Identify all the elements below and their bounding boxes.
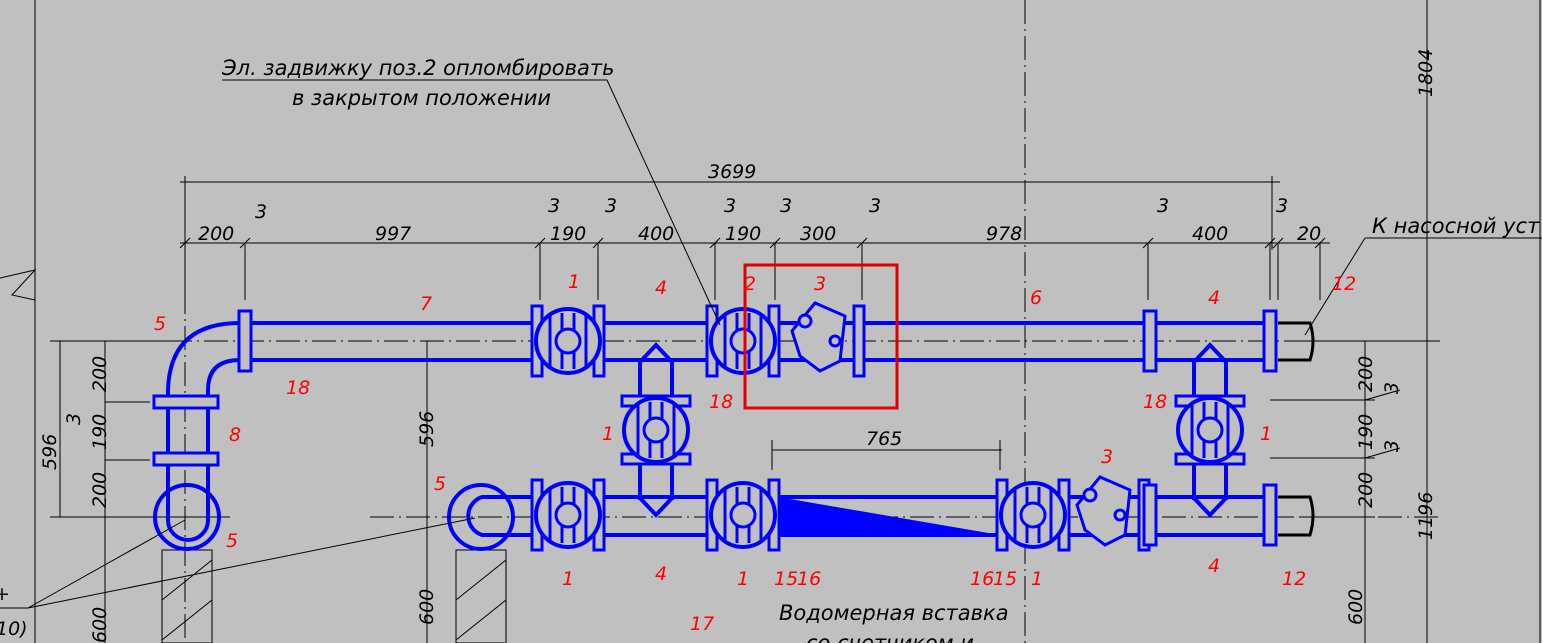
flange-icon <box>1142 309 1158 373</box>
gap-label: 3 <box>63 413 85 425</box>
position-mark: 12 <box>1332 273 1356 295</box>
dim-label: 200 <box>198 223 234 245</box>
position-mark: 3 <box>814 273 826 295</box>
gap-label: 3 <box>548 195 560 217</box>
position-mark: 12 <box>1282 568 1306 590</box>
position-mark: 1 <box>1031 568 1043 590</box>
position-mark: 4 <box>655 277 667 299</box>
note-line-2: в закрытом положении <box>292 86 551 110</box>
flange-icon <box>1262 483 1278 547</box>
position-mark: 17 <box>690 613 714 635</box>
dim-label: 300 <box>800 223 836 245</box>
gap-label: 3 <box>724 195 736 217</box>
gate-valve-icon <box>1174 394 1246 466</box>
position-mark: 2 <box>744 273 756 295</box>
dim-label: 20 <box>1297 223 1321 245</box>
dim-label: 400 <box>638 223 674 245</box>
position-mark: 4 <box>1208 555 1220 577</box>
dim-label: 200 <box>1355 472 1377 508</box>
concrete-supports <box>161 549 507 643</box>
dim-overall: 3699 <box>708 161 756 183</box>
dim-label: 200 <box>1355 356 1377 392</box>
callout-line-2: 10) <box>0 618 28 640</box>
gap-label: 3 <box>869 195 881 217</box>
dim-total: 1804 <box>1415 49 1437 97</box>
position-mark: 18 <box>286 377 310 399</box>
dim-label: 596 <box>416 411 438 447</box>
highlight-box <box>743 263 899 410</box>
position-mark: 18 <box>709 391 733 413</box>
position-mark: 4 <box>1208 287 1220 309</box>
dim-label: 190 <box>1355 414 1377 450</box>
callout-line-1: + <box>0 583 10 605</box>
dim-label: 600 <box>1345 589 1367 625</box>
dim-label: 600 <box>416 589 438 625</box>
gate-valve-icon <box>705 304 781 378</box>
gap-label: 3 <box>1381 382 1403 394</box>
position-mark: 16 <box>797 568 821 590</box>
valves <box>237 301 1278 552</box>
water-meter-label-1: Водомерная вставка <box>779 601 1009 625</box>
position-mark: 18 <box>1143 391 1167 413</box>
gate-valve-icon <box>995 478 1071 552</box>
position-mark: 5 <box>434 473 446 495</box>
position-mark: 7 <box>420 293 432 315</box>
position-mark: 16 <box>970 568 994 590</box>
dim-label: 190 <box>725 223 761 245</box>
gap-label: 3 <box>780 195 792 217</box>
gap-label: 3 <box>255 201 267 223</box>
position-mark: 1 <box>1260 423 1272 445</box>
gate-valve-icon <box>530 304 606 378</box>
gap-label: 3 <box>1276 195 1288 217</box>
dim-label: 190 <box>89 414 111 450</box>
gap-label: 3 <box>1381 440 1403 452</box>
dim-meter-length: 765 <box>866 428 902 450</box>
dim-label: 997 <box>375 223 411 245</box>
position-mark: 8 <box>229 424 241 446</box>
destination-label: К насосной уст <box>1372 214 1540 238</box>
check-valve-icon <box>790 301 866 378</box>
position-mark: 3 <box>1101 446 1113 468</box>
gate-valve-icon <box>705 478 781 552</box>
position-mark: 1 <box>737 568 749 590</box>
position-mark: 15 <box>993 568 1017 590</box>
position-mark: 5 <box>226 530 238 552</box>
dim-label: 200 <box>89 356 111 392</box>
gap-label: 3 <box>605 195 617 217</box>
dim-label: 596 <box>39 434 61 470</box>
dim-label: 190 <box>550 223 586 245</box>
dimension-lines <box>50 176 1440 643</box>
dim-total: 1196 <box>1415 492 1437 540</box>
position-mark: 1 <box>562 568 574 590</box>
flange-icon <box>1262 309 1278 373</box>
position-mark: 1 <box>568 271 580 293</box>
gate-valve-icon <box>530 478 606 552</box>
flange-icon <box>237 309 253 373</box>
dim-label: 200 <box>89 472 111 508</box>
flange-icon <box>1142 483 1158 547</box>
note-line-1: Эл. задвижку поз.2 опломбировать <box>221 56 615 80</box>
dim-label: 400 <box>1192 223 1228 245</box>
top-dimension-labels: 200 997 190 400 190 300 978 400 20 3 3 3… <box>198 195 1321 450</box>
position-mark: 4 <box>655 563 667 585</box>
check-valve-icon <box>1075 475 1151 552</box>
position-mark: 5 <box>154 313 166 335</box>
dim-label: 978 <box>986 223 1022 245</box>
water-meter-label-2: со счетчиком и <box>806 631 974 643</box>
position-mark: 6 <box>1030 287 1042 309</box>
gap-label: 3 <box>1157 195 1169 217</box>
dim-label: 600 <box>89 607 111 643</box>
gate-valve-icon <box>620 394 692 466</box>
leader-lines <box>0 79 1542 609</box>
vertical-dimension-labels: 200 190 200 3 3 1804 1196 596 200 3 190 … <box>39 49 1437 643</box>
position-mark: 15 <box>774 568 798 590</box>
position-mark: 1 <box>602 423 614 445</box>
pipeline <box>152 321 1315 551</box>
position-marks: 5 7 1 4 2 3 6 4 12 18 18 18 8 1 1 5 5 3 … <box>154 271 1356 635</box>
